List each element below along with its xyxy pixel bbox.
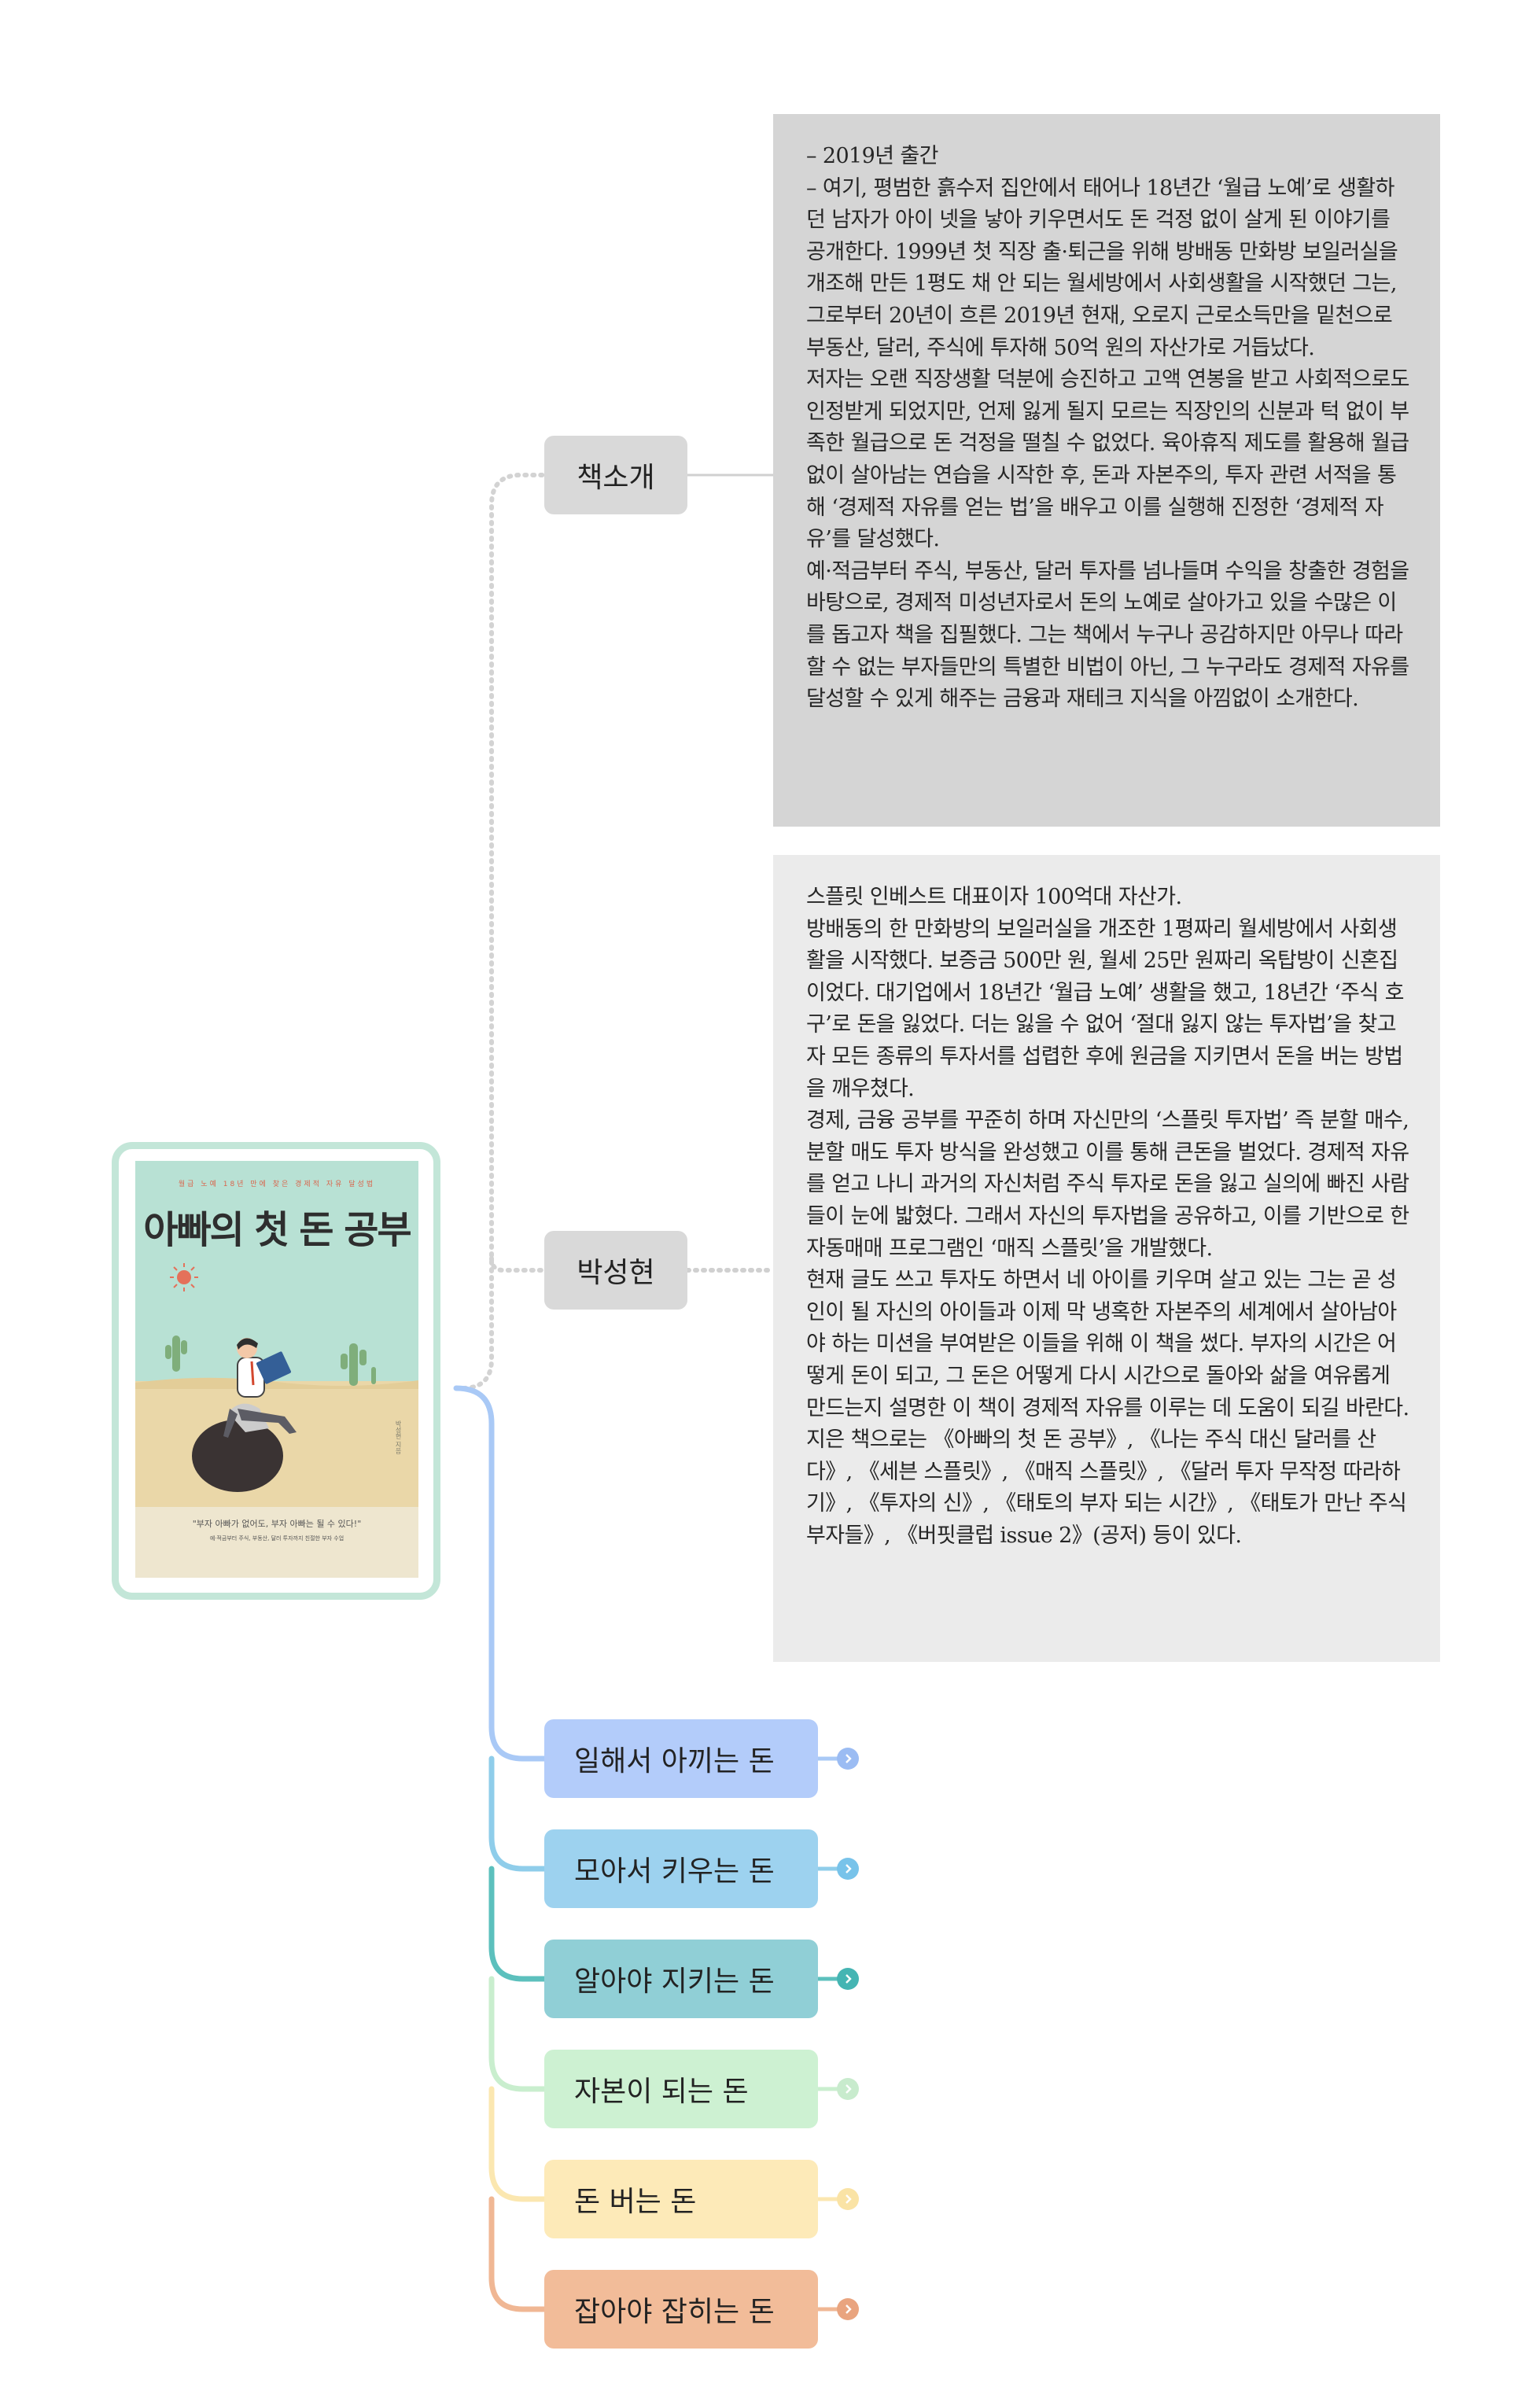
topic-label: 책소개: [577, 462, 655, 494]
topic-grow-money[interactable]: 모아서 키우는 돈: [544, 1829, 818, 1908]
note-paragraph: 방배동의 한 만화방의 보일러실을 개조한 1평짜리 월세방에서 사회생활을 시…: [806, 916, 1404, 1101]
note-paragraph: – 여기, 평범한 흙수저 집안에서 태어나 18년간 ‘월급 노예’로 생활하…: [806, 175, 1398, 360]
expand-button-5[interactable]: [837, 2188, 859, 2210]
topic-label: 잡아야 잡히는 돈: [574, 2296, 775, 2328]
cover-description: 예·적금부터 주식, 부동산, 달러 투자까지 친절한 부자 수업: [209, 1535, 344, 1542]
connector-author: [489, 1256, 547, 1273]
cover-title: 아빠의 첫 돈 공부: [143, 1208, 411, 1252]
expand-button-1[interactable]: [837, 1748, 859, 1770]
topic-label: 알아야 지키는 돈: [574, 1965, 775, 1998]
topic-label: 박성현: [577, 1257, 655, 1289]
chevron-right-icon: [846, 2194, 852, 2204]
note-book-intro: – 2019년 출간 – 여기, 평범한 흙수저 집안에서 태어나 18년간 ‘…: [773, 114, 1440, 827]
topic-earning-money[interactable]: 돈 버는 돈: [544, 2160, 818, 2238]
branch-line-3: [488, 1866, 547, 1982]
chevron-right-icon: [846, 1974, 852, 1984]
topic-work-save-money[interactable]: 일해서 아끼는 돈: [544, 1719, 818, 1798]
note-paragraph: 예·적금부터 주식, 부동산, 달러 투자를 넘나들며 수익을 창출한 경험을 …: [806, 558, 1409, 712]
note-author: 스플릿 인베스트 대표이자 100억대 자산가. 방배동의 한 만화방의 보일러…: [773, 855, 1440, 1662]
topic-capital-money[interactable]: 자본이 되는 돈: [544, 2050, 818, 2128]
topic-author[interactable]: 박성현: [544, 1231, 687, 1310]
cover-author: 박성현 지음: [395, 1420, 402, 1454]
topic-catch-money[interactable]: 잡아야 잡히는 돈: [544, 2270, 818, 2349]
note-paragraph: – 2019년 출간: [806, 144, 939, 168]
expand-button-2[interactable]: [837, 1858, 859, 1880]
branch-line-2: [488, 1755, 547, 1872]
topic-label: 자본이 되는 돈: [574, 2076, 749, 2108]
note-paragraph: 지은 책으로는 《아빠의 첫 돈 공부》, 《나는 주식 대신 달러를 산다》,…: [806, 1428, 1407, 1548]
branch-line-4: [488, 1976, 547, 2092]
cover-quote: "부자 아빠가 없어도, 부자 아빠는 될 수 있다!": [192, 1519, 362, 1529]
chevron-right-icon: [846, 2304, 852, 2314]
branch-line-1: [453, 1385, 547, 1762]
topic-label: 돈 버는 돈: [574, 2186, 697, 2218]
expand-button-4[interactable]: [837, 2078, 859, 2100]
cover-subtitle: 월급 노예 18년 만에 찾은 경제적 자유 달성법: [178, 1181, 376, 1188]
chevron-right-icon: [846, 1754, 852, 1763]
branch-line-5: [488, 2086, 547, 2202]
note-paragraph: 현재 글도 쓰고 투자도 하면서 네 아이를 키우며 살고 있는 그는 곧 성인…: [806, 1268, 1409, 1420]
note-paragraph: 저자는 오랜 직장생활 덕분에 승진하고 고액 연봉을 받고 사회적으로도 인정…: [806, 367, 1409, 552]
expand-button-6[interactable]: [837, 2298, 859, 2320]
topic-book-intro[interactable]: 책소개: [544, 436, 687, 514]
topic-label: 모아서 키우는 돈: [574, 1855, 775, 1888]
note-paragraph: 경제, 금융 공부를 꾸준히 하며 자신만의 ‘스플릿 투자법’ 즉 분할 매수…: [806, 1108, 1409, 1261]
expand-button-3[interactable]: [837, 1968, 859, 1990]
cover-illustration: [135, 1161, 418, 1578]
chevron-right-icon: [846, 2084, 852, 2094]
topic-label: 일해서 아끼는 돈: [574, 1745, 775, 1778]
topic-protect-money[interactable]: 알아야 지키는 돈: [544, 1940, 818, 2018]
note-paragraph: 스플릿 인베스트 대표이자 100억대 자산가.: [806, 885, 1182, 909]
book-cover: 월급 노예 18년 만에 찾은 경제적 자유 달성법 아빠의 첫 돈 공부 박성…: [135, 1161, 418, 1578]
connector-book-intro: [454, 473, 547, 1391]
branch-line-6: [488, 2196, 547, 2312]
chevron-right-icon: [846, 1864, 852, 1873]
